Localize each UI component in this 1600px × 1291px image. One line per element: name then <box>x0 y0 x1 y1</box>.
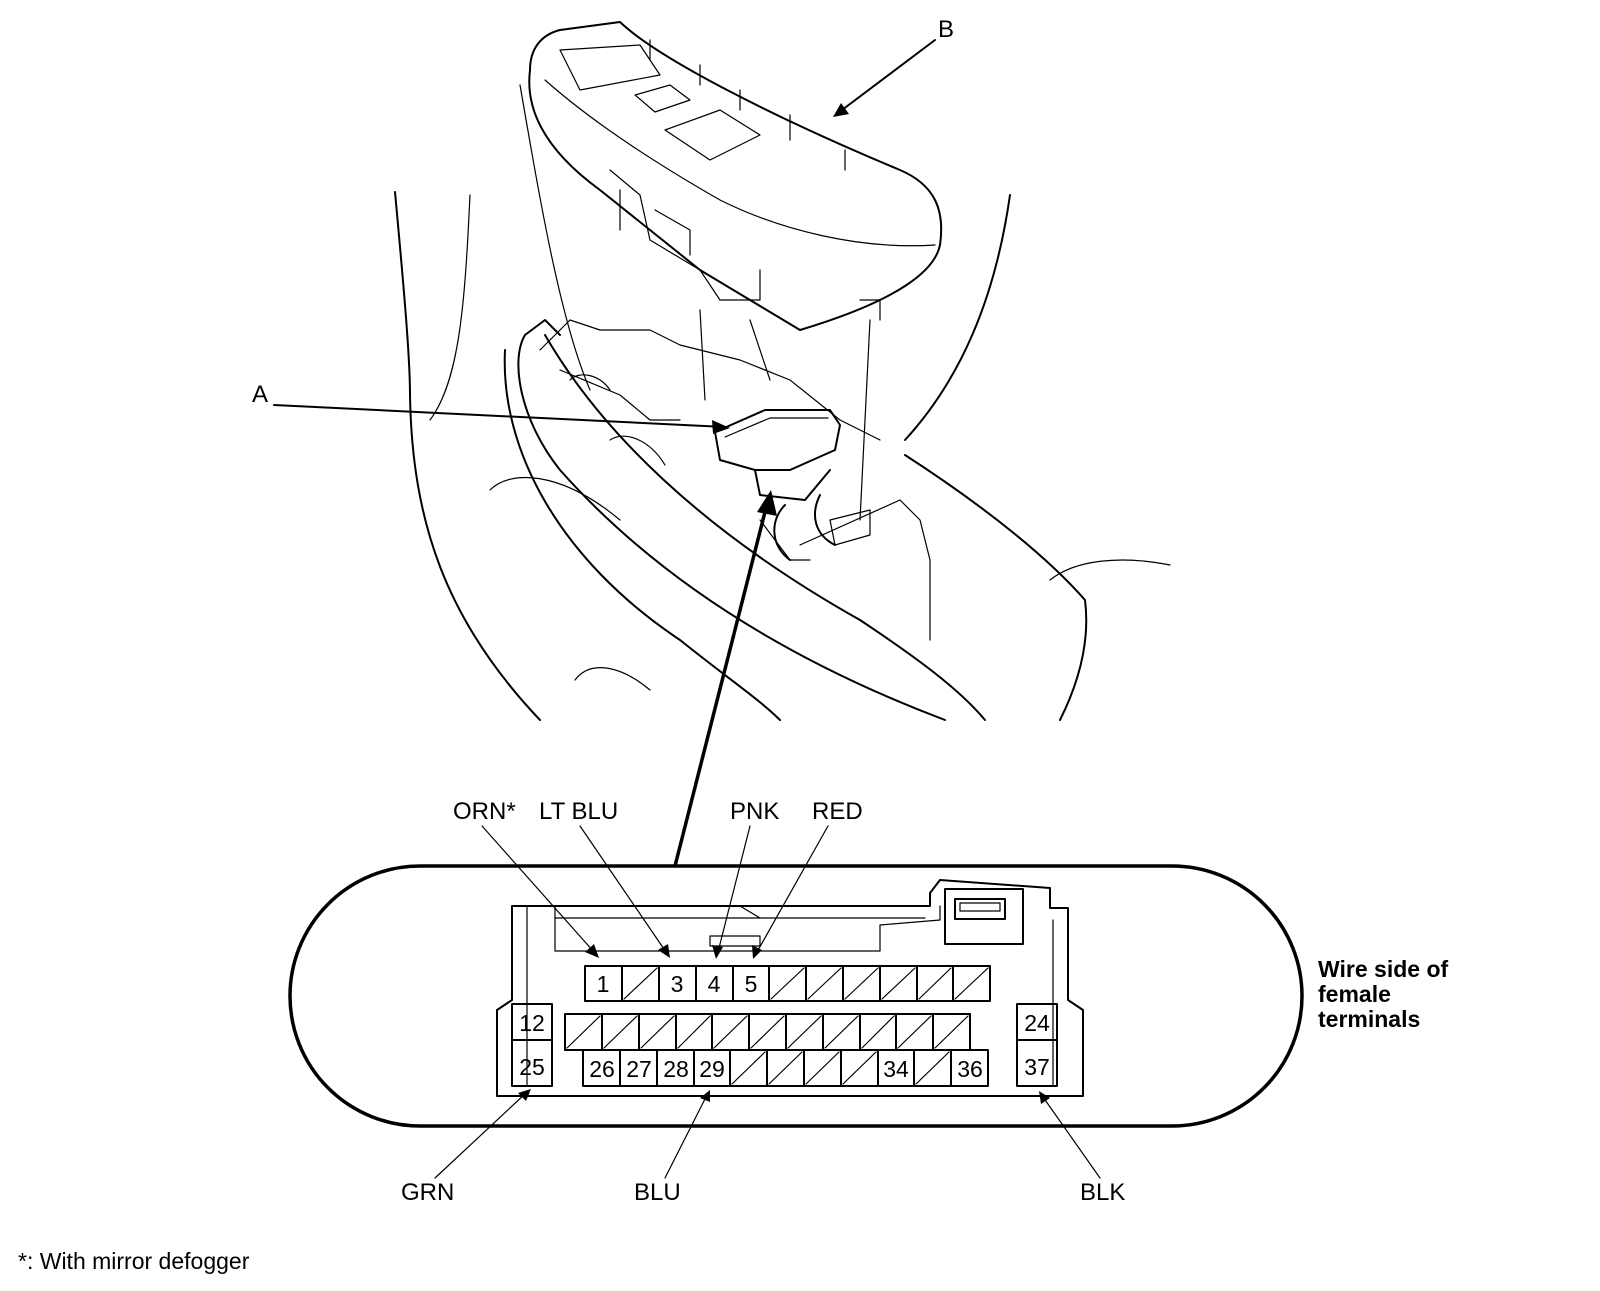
connector-side-cells <box>511 1003 1058 1087</box>
connector-latch <box>944 888 1024 945</box>
callout-a-label: A <box>252 381 268 408</box>
connector-leader-arrow <box>673 490 777 867</box>
terminal-5: 5 <box>745 971 758 997</box>
wire-label-grn: GRN <box>401 1179 454 1206</box>
terminal-24: 24 <box>1024 1010 1050 1036</box>
wire-side-label-line-3: terminals <box>1318 1006 1420 1032</box>
wire-label-red: RED <box>812 798 863 825</box>
callout-b-label: B <box>938 16 954 43</box>
wire-label-orn: ORN* <box>453 798 516 825</box>
wire-side-label: Wire side of female terminals <box>1318 956 1448 1032</box>
connector-top-row <box>584 965 991 1002</box>
terminal-28: 28 <box>663 1056 689 1082</box>
terminal-29: 29 <box>699 1056 725 1082</box>
terminal-numbers: 1 3 4 5 12 24 25 26 27 28 29 34 36 37 <box>519 971 1050 1082</box>
terminal-1: 1 <box>597 971 610 997</box>
callout-a-leader <box>273 404 730 434</box>
terminal-4: 4 <box>708 971 721 997</box>
wire-label-blk: BLK <box>1080 1179 1125 1206</box>
connector-middle-row <box>564 1013 971 1051</box>
wire-label-lt-blu: LT BLU <box>539 798 618 825</box>
terminal-36: 36 <box>957 1056 983 1082</box>
terminal-34: 34 <box>883 1056 909 1082</box>
terminal-27: 27 <box>626 1056 652 1082</box>
wire-side-label-line-2: female <box>1318 981 1391 1007</box>
terminal-12: 12 <box>519 1010 545 1036</box>
terminal-3: 3 <box>671 971 684 997</box>
wire-label-pnk: PNK <box>730 798 779 825</box>
footnote: *: With mirror defogger <box>18 1248 250 1274</box>
callout-b-leader <box>833 39 936 117</box>
wire-label-blu: BLU <box>634 1179 681 1206</box>
terminal-37: 37 <box>1024 1054 1050 1080</box>
terminal-26: 26 <box>589 1056 615 1082</box>
connector-bottom-row <box>582 1049 989 1087</box>
wire-leaders <box>434 825 1101 1179</box>
connector-outline <box>288 864 1304 1128</box>
door-panel-illustration <box>394 21 1171 721</box>
terminal-25: 25 <box>519 1054 545 1080</box>
wire-side-label-line-1: Wire side of <box>1318 956 1448 982</box>
connector-body <box>496 879 1084 1097</box>
